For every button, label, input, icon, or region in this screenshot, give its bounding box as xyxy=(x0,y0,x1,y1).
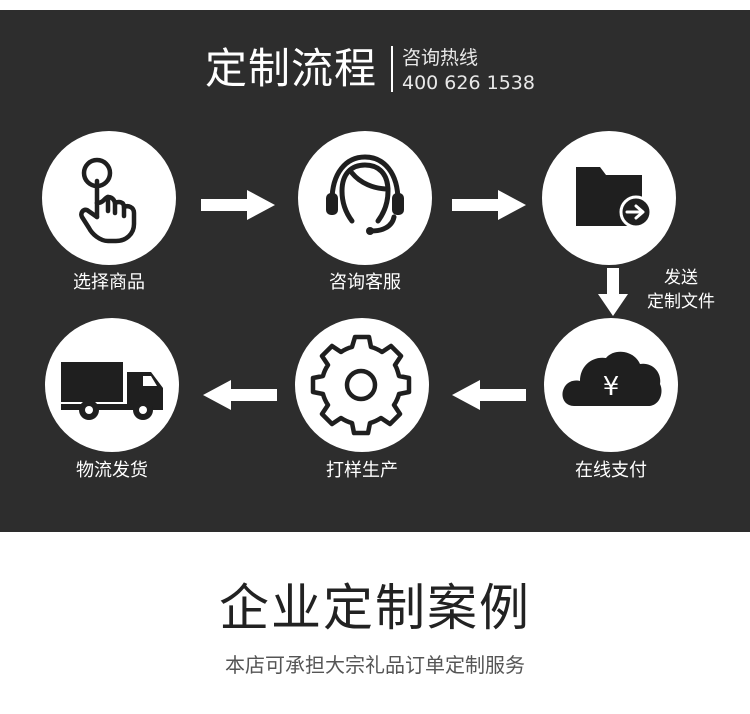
arrow-left-1 xyxy=(452,380,526,410)
send-file-label-line2: 定制文件 xyxy=(647,292,715,312)
arrow-right-2 xyxy=(452,190,526,220)
step-consult-label: 咨询客服 xyxy=(329,272,401,293)
process-title: 定制流程 xyxy=(205,44,378,93)
step-consult-circle xyxy=(298,131,432,265)
step-pay-circle: ¥ xyxy=(544,318,678,452)
send-file-label-line1: 发送 xyxy=(664,268,698,288)
step-choose-label: 选择商品 xyxy=(73,272,145,293)
hotline-label: 咨询热线 xyxy=(402,47,479,69)
send-file-label: 发送 定制文件 xyxy=(636,266,726,314)
hotline-number: 400 626 1538 xyxy=(402,72,535,94)
arrow-right-1 xyxy=(201,190,275,220)
truck-icon xyxy=(61,362,163,420)
headset-agent-icon xyxy=(326,154,404,235)
cases-title: 企业定制案例 xyxy=(219,579,531,637)
arrow-left-2 xyxy=(203,380,277,410)
step-ship-label: 物流发货 xyxy=(76,460,148,481)
step-pay-label: 在线支付 xyxy=(575,460,647,481)
step-produce-label: 打样生产 xyxy=(326,460,398,481)
title-divider xyxy=(391,46,393,92)
arrow-down xyxy=(598,268,628,316)
svg-text:¥: ¥ xyxy=(603,372,620,402)
step-send-circle xyxy=(542,131,676,265)
cloud-yen-icon: ¥ xyxy=(562,351,662,406)
folder-send-icon xyxy=(576,167,653,229)
step-ship-circle xyxy=(45,318,179,452)
step-choose-circle xyxy=(42,131,176,265)
cases-subtitle: 本店可承担大宗礼品订单定制服务 xyxy=(225,653,525,677)
hand-tap-icon xyxy=(79,157,137,244)
gear-icon xyxy=(310,334,412,436)
step-produce-circle xyxy=(295,318,429,452)
